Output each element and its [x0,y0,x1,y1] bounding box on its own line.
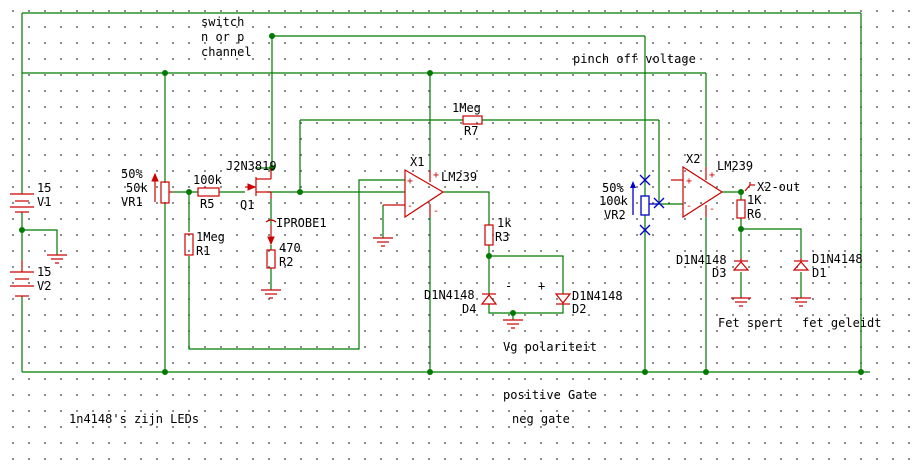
ground-diodes [503,319,523,329]
resistor-r1 [184,233,194,256]
d1-name: D1 [812,266,826,280]
vr1-value: 50k [126,181,148,195]
vr2-value: 100k [599,194,629,208]
v2-name: V2 [37,279,51,293]
fet-geleidt-label: fet geleidt [802,316,881,330]
r3-value: 1k [497,216,512,230]
potentiometer-vr2 [630,174,665,236]
resistor-r3 [484,224,494,246]
x2-out-label: X2-out [757,180,800,194]
vr1-name: VR1 [121,195,143,209]
q1-name: Q1 [240,198,254,212]
r5-name: R5 [200,197,214,211]
resistor-r6 [736,199,746,219]
x1-plus: + [407,176,413,187]
fet-spert-label: Fet spert [718,316,783,330]
potentiometer-vr1 [151,172,173,204]
d3-name: D3 [712,266,726,280]
ground-r2 [261,289,281,299]
battery-v2 [10,260,34,297]
r6-name: R6 [747,207,761,221]
d4-name: D4 [462,302,476,316]
x1-model: LM239 [441,170,477,184]
x2-model: LM239 [717,159,753,173]
d2-name: D2 [572,302,586,316]
v2-value: 15 [37,265,51,279]
d4-model: D1N4148 [424,288,475,302]
comparator-x2 [671,165,724,219]
minus-sign: - [505,279,512,293]
output-marker [744,182,755,192]
leds-note-label: 1n4148's zijn LEDs [69,412,199,426]
switch-label-1: switch [201,15,244,29]
r3-name: R3 [495,230,509,244]
d2-model: D1N4148 [572,289,623,303]
q1-model: J2N3819 [226,159,277,173]
ground-x1 [373,237,393,247]
current-probe [265,219,277,246]
x2-name: X2 [686,152,700,166]
switch-label-2: n or p [201,30,244,44]
x1-name: X1 [410,155,424,169]
vr1-percent: 50% [121,167,143,181]
neg-gate-label: neg gate [512,412,570,426]
resistor-r5 [197,187,220,197]
x1-vplus: + [433,170,439,181]
diode-d2 [554,293,572,305]
x1-minus: - [407,201,413,212]
r7-value: 1Meg [452,101,481,115]
x2-vplus: + [709,170,715,181]
ground-battery [47,254,67,264]
vr2-name: VR2 [604,208,626,222]
x2-plus: + [686,176,692,187]
vr2-percent: 50% [602,181,624,195]
junction-dots [19,33,864,375]
pinch-off-label: pinch off voltage [573,52,696,66]
ground-d3 [731,297,751,307]
r5-value: 100k [193,173,223,187]
diode-d1 [792,258,810,271]
battery-v1 [10,193,34,213]
plus-sign: + [538,279,545,293]
resistor-r7 [462,115,483,125]
r2-value: 470 [279,241,301,255]
ground-d1 [791,297,811,307]
iprobe-name: IPROBE1 [276,216,327,230]
comparator-x1 [383,168,445,219]
d3-model: D1N4148 [676,253,727,267]
v1-value: 15 [37,181,51,195]
diode-d4 [480,293,498,305]
r7-name: R7 [464,124,478,138]
v1-name: V1 [37,195,51,209]
r6-value: 1K [747,193,762,207]
r2-name: R2 [279,255,293,269]
vg-polariteit-label: Vg polariteit [503,340,597,354]
resistor-r2 [266,249,276,269]
x2-minus: - [686,201,692,212]
r1-value: 1Meg [196,230,225,244]
d1-model: D1N4148 [812,252,863,266]
diode-d3 [732,258,750,271]
r1-name: R1 [196,244,210,258]
positive-gate-label: positive Gate [503,388,597,402]
jfet-q1 [245,168,272,199]
switch-label-3: channel [201,45,252,59]
x1-vminus: - [433,206,439,217]
x2-vminus: - [709,204,715,215]
wiring [21,12,870,373]
